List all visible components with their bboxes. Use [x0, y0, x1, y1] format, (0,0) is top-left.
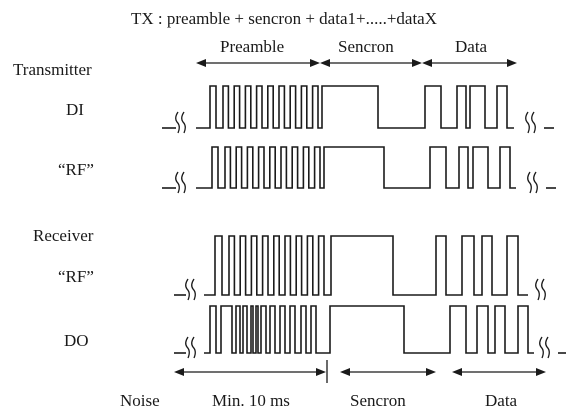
rx-rf-waveform: [204, 235, 528, 296]
top-data-arrow: [422, 59, 517, 67]
signal-label-do: DO: [64, 331, 89, 350]
top-preamble-label: Preamble: [220, 37, 284, 56]
rx-rf-break-end-icon: [535, 278, 546, 301]
bottom-min10ms-arrow: [174, 360, 328, 383]
tx-rf-waveform: [196, 146, 516, 189]
di-break-end-icon: [525, 111, 536, 134]
do-break-end-icon: [539, 336, 550, 359]
tx-rf-break-end-icon: [527, 171, 538, 194]
di-waveform: [196, 85, 514, 129]
bottom-sencron-arrow: [340, 368, 436, 376]
signal-label-di: DI: [66, 100, 84, 119]
tx-rf-break-start-icon: [175, 171, 186, 194]
bottom-min10ms-label: Min. 10 ms: [212, 391, 290, 410]
top-sencron-arrow: [320, 59, 422, 67]
bottom-sencron-label: Sencron: [350, 391, 406, 410]
noise-label: Noise: [120, 391, 160, 410]
bottom-data-arrow: [452, 368, 546, 376]
signal-label-rx-rf: “RF”: [58, 267, 94, 286]
rx-rf-break-start-icon: [185, 278, 196, 301]
do-waveform: [204, 305, 534, 354]
transmitter-label: Transmitter: [13, 60, 92, 79]
diagram-title: TX : preamble + sencron + data1+.....+da…: [131, 9, 437, 28]
top-data-label: Data: [455, 37, 488, 56]
do-break-start-icon: [185, 336, 196, 359]
top-preamble-arrow: [196, 59, 320, 67]
bottom-data-label: Data: [485, 391, 518, 410]
di-break-start-icon: [175, 111, 186, 134]
top-sencron-label: Sencron: [338, 37, 394, 56]
receiver-label: Receiver: [33, 226, 94, 245]
signal-label-tx-rf: “RF”: [58, 160, 94, 179]
